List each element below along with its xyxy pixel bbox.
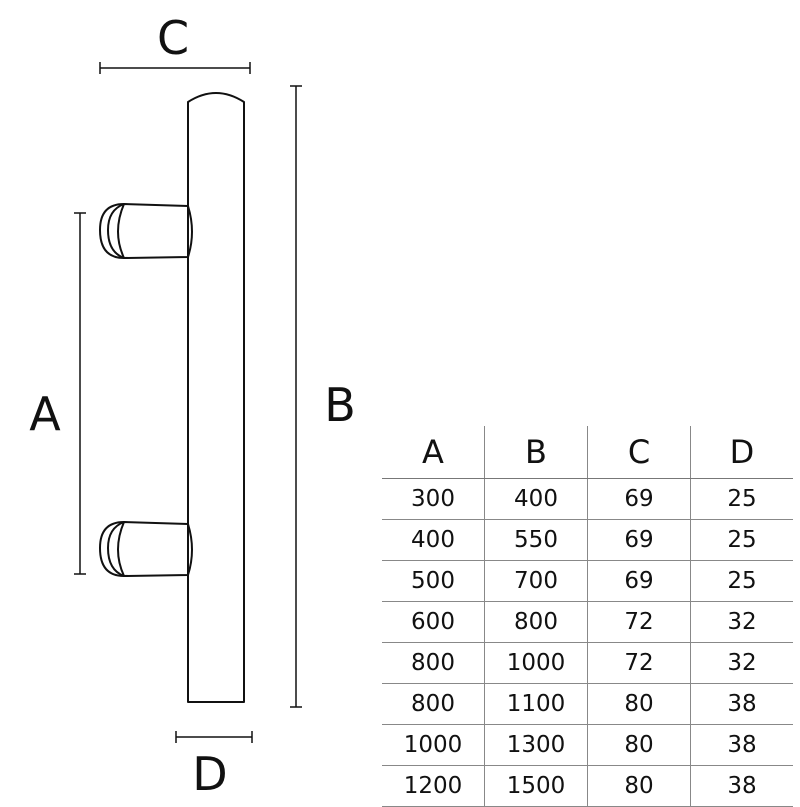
table-cell: 1500 [484, 765, 588, 807]
table-cell: 500 [382, 560, 485, 602]
table-cell: 69 [587, 560, 691, 602]
table-header-row: A B C D [382, 426, 793, 479]
table-cell: 400 [484, 478, 588, 520]
table-cell: 80 [587, 765, 691, 807]
table-cell: 1000 [382, 724, 485, 766]
handle-bar [187, 92, 245, 703]
table-cell: 80 [587, 683, 691, 725]
column-header-a: A [382, 426, 485, 479]
table-cell: 1000 [484, 642, 588, 684]
table-cell: 32 [690, 642, 793, 684]
table-cell: 32 [690, 601, 793, 643]
label-d: D [192, 747, 227, 800]
table-cell: 72 [587, 601, 691, 643]
table-cell: 38 [690, 765, 793, 807]
table-cell: 700 [484, 560, 588, 602]
table-cell: 1300 [484, 724, 588, 766]
column-header-b: B [484, 426, 588, 479]
dimension-line-b [290, 85, 302, 708]
table-cell: 25 [690, 519, 793, 561]
upper-standoff [99, 203, 193, 259]
table-cell: 69 [587, 519, 691, 561]
column-header-d: D [690, 426, 793, 479]
column-header-c: C [587, 426, 691, 479]
table-cell: 400 [382, 519, 485, 561]
table-cell: 800 [382, 683, 485, 725]
table-cell: 25 [690, 478, 793, 520]
table-cell: 25 [690, 560, 793, 602]
table-cell: 38 [690, 683, 793, 725]
table-cell: 1100 [484, 683, 588, 725]
label-a: A [29, 387, 61, 441]
label-b: B [324, 378, 356, 432]
table-cell: 800 [382, 642, 485, 684]
table-cell: 1200 [382, 765, 485, 807]
table-cell: 38 [690, 724, 793, 766]
lower-standoff [99, 521, 193, 577]
table-cell: 550 [484, 519, 588, 561]
table-cell: 800 [484, 601, 588, 643]
label-c: C [157, 11, 189, 65]
table-cell: 600 [382, 601, 485, 643]
dimension-line-c [99, 62, 251, 74]
table-cell: 300 [382, 478, 485, 520]
dimension-line-a [74, 212, 86, 575]
dimension-line-d [175, 731, 253, 743]
table-cell: 69 [587, 478, 691, 520]
table-cell: 80 [587, 724, 691, 766]
table-cell: 72 [587, 642, 691, 684]
